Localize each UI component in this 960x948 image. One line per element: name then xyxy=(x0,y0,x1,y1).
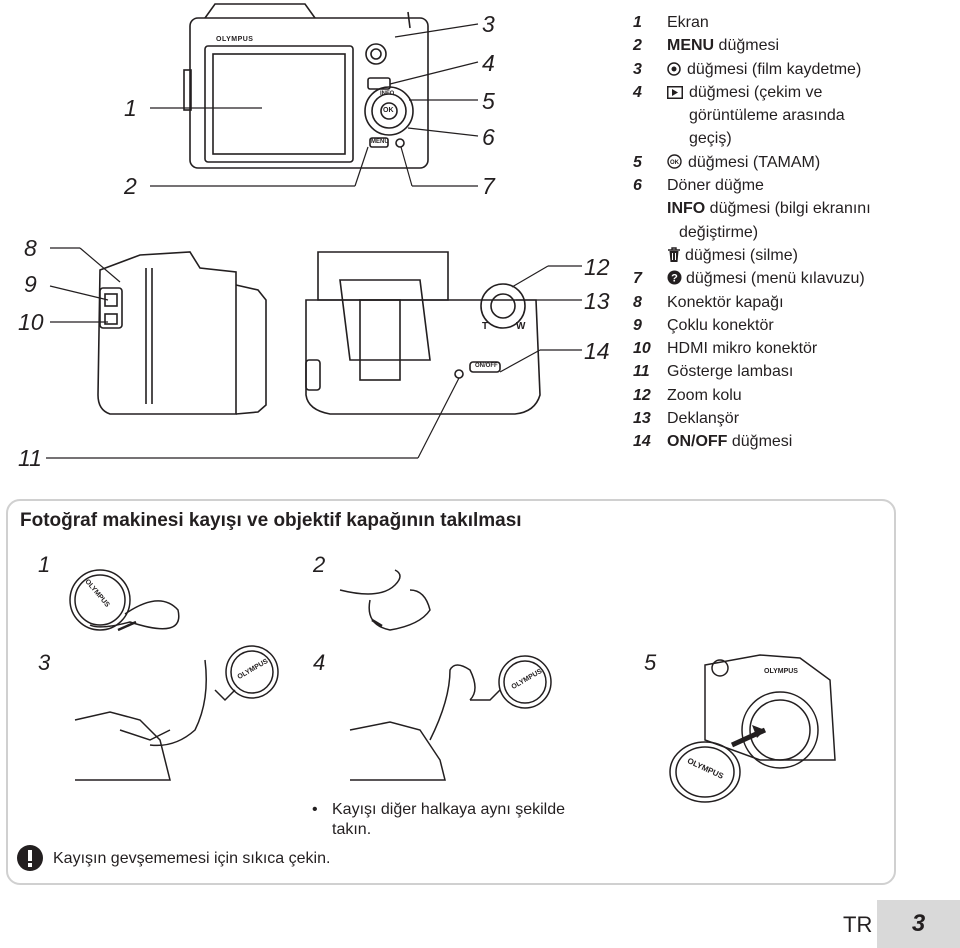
legend-item: 11 Gösterge lambası xyxy=(633,363,794,381)
callout-7: 7 xyxy=(482,173,495,199)
legend-item: 1 Ekran xyxy=(633,14,709,31)
trash-icon xyxy=(668,247,680,262)
camera-back-view xyxy=(46,3,582,459)
legend-item: 2 MENU düğmesi xyxy=(633,37,780,55)
warning-icon xyxy=(17,845,43,871)
callout-2: 2 xyxy=(124,173,137,199)
record-icon xyxy=(667,61,681,76)
ok-button-label: OK xyxy=(383,107,394,114)
callout-1: 1 xyxy=(124,95,137,121)
tele-label: T xyxy=(482,321,489,332)
camera-logo-step5: OLYMPUS xyxy=(764,668,798,675)
legend-item: geçiş) xyxy=(689,130,732,148)
callout-5: 5 xyxy=(482,88,495,114)
legend-item: 10 HDMI mikro konektör xyxy=(633,340,818,358)
legend-item: INFO düğmesi (bilgi ekranını xyxy=(667,200,871,218)
callout-4: 4 xyxy=(482,50,495,76)
step-1-number: 1 xyxy=(38,552,51,577)
menu-button-label: MENU xyxy=(371,139,389,145)
step-2-number: 2 xyxy=(313,552,326,577)
callout-8: 8 xyxy=(24,235,37,261)
ok-icon: OK xyxy=(667,154,682,169)
callout-11: 11 xyxy=(18,445,42,471)
callout-10: 10 xyxy=(18,309,44,335)
legend-item: görüntüleme arasında xyxy=(689,107,845,125)
legend-item: düğmesi (silme) xyxy=(633,245,953,268)
legend-item: 13 Deklanşör xyxy=(633,410,740,428)
language-label: TR xyxy=(843,912,873,937)
legend-item: 14 ON/OFF düğmesi xyxy=(633,433,793,451)
info-button-label: INFO xyxy=(380,91,395,97)
on-off-button-label: ON/OFF xyxy=(475,363,498,369)
warning-note: Kayışın gevşememesi için sıkıca çekin. xyxy=(53,850,331,867)
legend-item: 12 Zoom kolu xyxy=(633,386,742,404)
legend-item: 8 Konektör kapağı xyxy=(633,293,784,311)
svg-text:?: ? xyxy=(671,273,678,285)
callout-3: 3 xyxy=(482,11,495,37)
legend-item: 6 Döner düğme xyxy=(633,177,764,195)
svg-text:OK: OK xyxy=(670,160,680,166)
step-5-number: 5 xyxy=(644,650,657,675)
wide-label: W xyxy=(516,321,526,332)
legend-item: 9 Çoklu konektör xyxy=(633,316,774,334)
parts-legend: 1 Ekran 2 MENU düğmesi 3 düğmesi (film k… xyxy=(633,12,953,455)
callout-14: 14 xyxy=(584,338,610,364)
page-number: 3 xyxy=(877,900,960,948)
callout-12: 12 xyxy=(584,254,610,280)
legend-item: 4 düğmesi (çekim ve xyxy=(633,83,823,101)
section-title: Fotoğraf makinesi kayışı ve objektif kap… xyxy=(20,510,522,531)
step-4-number: 4 xyxy=(313,650,326,675)
callout-9: 9 xyxy=(24,271,37,297)
legend-item: 7 ?düğmesi (menü kılavuzu) xyxy=(633,270,865,288)
callout-13: 13 xyxy=(584,288,610,314)
legend-item: 3 düğmesi (film kaydetme) xyxy=(633,60,862,78)
play-icon xyxy=(667,85,683,99)
step-3-number: 3 xyxy=(38,650,51,675)
callout-6: 6 xyxy=(482,124,495,150)
brand-logo-back: OLYMPUS xyxy=(216,36,254,43)
strap-instructions-box xyxy=(6,499,896,885)
legend-item: değiştirme) xyxy=(679,223,759,241)
help-icon: ? xyxy=(667,270,682,285)
